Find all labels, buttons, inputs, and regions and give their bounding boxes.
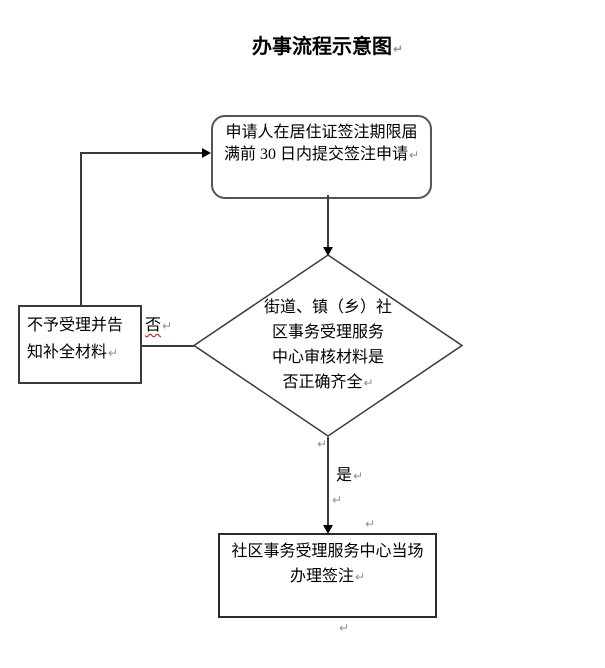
- arrowhead-right-icon: [202, 148, 211, 158]
- pilcrow-mark: ↵: [339, 621, 350, 635]
- decision-node-line2-text: 区事务受理服务: [271, 324, 384, 341]
- done-node-line1: 社区事务受理服务中心当场: [220, 539, 435, 564]
- edge-label-yes-text: 是: [336, 467, 353, 484]
- edge-label-no: 否↵: [145, 311, 172, 335]
- done-node-line1-text: 社区事务受理服务中心当场: [231, 543, 424, 560]
- arrowhead-down-icon: [323, 247, 333, 256]
- flowchart-node-start[interactable]: 申请人在居住证签注期限届 满前 30 日内提交签注申请↵: [211, 115, 432, 199]
- decision-node-line3-text: 中心审核材料是: [271, 349, 384, 366]
- start-node-line1-text: 申请人在居住证签注期限届: [225, 124, 418, 141]
- pilcrow-mark: ↵: [393, 42, 404, 56]
- pilcrow-mark: ↵: [353, 469, 364, 483]
- connector-start-to-decision: [327, 195, 329, 248]
- pilcrow-mark: ↵: [354, 570, 366, 584]
- page-title: 办事流程示意图↵: [252, 30, 403, 59]
- flowchart-node-decision[interactable]: 街道、镇（乡）社 区事务受理服务 中心审核材料是 否正确齐全↵: [193, 254, 463, 437]
- start-node-line1: 申请人在居住证签注期限届: [213, 122, 430, 144]
- pilcrow-mark: ↵: [408, 148, 420, 162]
- diamond-shape: [193, 254, 463, 437]
- decision-node-line2: 区事务受理服务: [272, 320, 384, 345]
- decision-node-line4-text: 否正确齐全: [282, 374, 363, 391]
- decision-node-line3: 中心审核材料是: [272, 345, 384, 370]
- reject-node-line1: 不予受理并告: [27, 312, 140, 339]
- decision-node-line1: 街道、镇（乡）社: [264, 295, 392, 320]
- decision-node-text: 街道、镇（乡）社 区事务受理服务 中心审核材料是 否正确齐全↵: [193, 254, 463, 437]
- reject-node-line1-text: 不予受理并告: [27, 317, 124, 334]
- done-node-line2: 办理签注↵: [220, 564, 435, 590]
- start-node-line2: 满前 30 日内提交签注申请↵: [213, 144, 430, 166]
- arrowhead-down-icon: [323, 525, 333, 534]
- decision-node-line1-text: 街道、镇（乡）社: [263, 299, 392, 316]
- connector-reject-up: [80, 153, 82, 305]
- reject-node-line2: 知补全材料↵: [27, 339, 140, 367]
- pilcrow-mark: ↵: [332, 493, 343, 507]
- connector-reject-to-start: [80, 152, 203, 154]
- pilcrow-mark: ↵: [317, 437, 328, 451]
- flowchart-node-reject[interactable]: 不予受理并告 知补全材料↵: [18, 305, 142, 384]
- pilcrow-mark: ↵: [363, 376, 374, 390]
- flowchart-node-done[interactable]: 社区事务受理服务中心当场 办理签注↵: [218, 533, 437, 618]
- page-title-text: 办事流程示意图: [252, 36, 392, 58]
- start-node-line2-text: 满前 30 日内提交签注申请: [223, 146, 408, 163]
- pilcrow-mark: ↵: [108, 346, 119, 360]
- reject-node-line2-text: 知补全材料: [27, 344, 108, 361]
- pilcrow-mark: ↵: [162, 319, 173, 333]
- connector-decision-to-reject: [140, 345, 194, 347]
- connector-decision-to-done: [327, 437, 329, 527]
- pilcrow-mark: ↵: [365, 517, 376, 531]
- edge-label-no-text: 否: [145, 317, 162, 334]
- edge-label-yes: 是↵: [336, 461, 363, 485]
- decision-node-line4: 否正确齐全↵: [282, 370, 373, 396]
- done-node-line2-text: 办理签注: [289, 568, 354, 585]
